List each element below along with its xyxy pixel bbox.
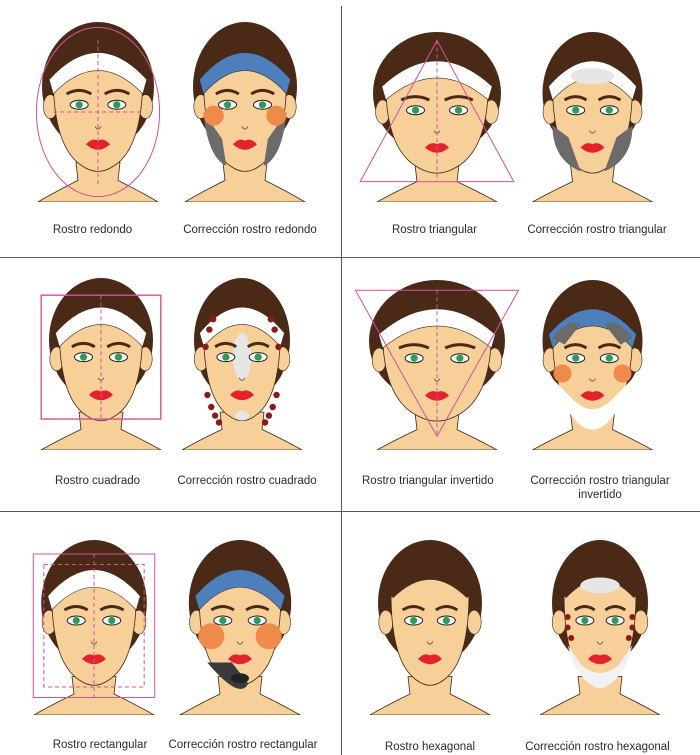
- rectangular-face-illustration: [28, 540, 160, 715]
- triangular-face-correction-illustration: [530, 32, 655, 202]
- hexagonal-face-illustration: [365, 540, 495, 715]
- square-face-illustration: [36, 278, 166, 450]
- horizontal-divider-1: [0, 257, 700, 258]
- caption-hexagonal: Rostro hexagonal: [360, 740, 500, 754]
- inv-triangular-face-illustration: [352, 280, 522, 450]
- caption-inv-triangular-fix-1: Corrección rostro triangular: [515, 474, 685, 488]
- vertical-divider: [341, 6, 342, 755]
- caption-triangular-fix: Corrección rostro triangular: [512, 223, 682, 237]
- round-face-correction-illustration: [180, 22, 310, 202]
- round-face-illustration: [28, 22, 168, 202]
- caption-square-fix: Corrección rostro cuadrado: [162, 474, 332, 488]
- caption-inv-triangular: Rostro triangular invertido: [362, 474, 522, 488]
- caption-triangular: Rostro triangular: [362, 223, 507, 237]
- rectangular-face-correction-illustration: [176, 540, 304, 715]
- caption-rectangular: Rostro rectangular: [30, 738, 170, 752]
- caption-round: Rostro redondo: [20, 223, 165, 237]
- triangular-face-illustration: [357, 32, 517, 202]
- caption-rectangular-fix: Corrección rostro rectangular: [158, 738, 328, 752]
- horizontal-divider-2: [0, 511, 700, 512]
- inv-triangular-face-correction-illustration: [530, 280, 655, 450]
- caption-inv-triangular-fix-2: invertido: [515, 488, 685, 502]
- caption-square: Rostro cuadrado: [25, 474, 170, 488]
- caption-hexagonal-fix: Corrección rostro hexagonal: [510, 740, 685, 754]
- caption-round-fix: Corrección rostro redondo: [170, 223, 330, 237]
- square-face-correction-illustration: [182, 278, 302, 450]
- hexagonal-face-correction-illustration: [540, 540, 660, 715]
